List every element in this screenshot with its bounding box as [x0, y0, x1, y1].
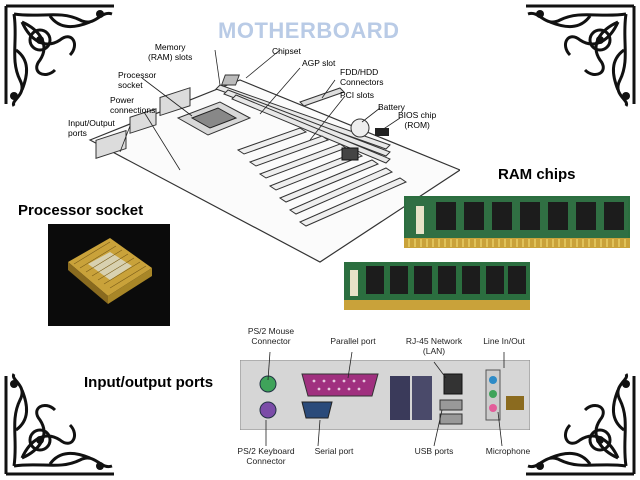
label-usb-ports: USB ports	[414, 446, 454, 456]
page-title: MOTHERBOARD	[218, 18, 400, 43]
heading-io-ports: Input/output ports	[84, 374, 214, 391]
label-parallel-port: Parallel port	[330, 336, 376, 346]
label-ps2-mouse: PS/2 Mouse Connector	[247, 326, 295, 346]
label-ps2-keyboard: PS/2 Keyboard Connector	[237, 446, 295, 466]
label-fdd-hdd-connectors: FDD/HDD Connectors	[340, 67, 384, 87]
label-battery: Battery	[378, 102, 405, 112]
motherboard-diagram	[88, 49, 460, 263]
label-line-in-out: Line In/Out	[483, 336, 525, 346]
label-processor-socket: Processor socket	[118, 70, 157, 90]
ram-module-bottom	[344, 262, 530, 310]
heading-ram-chips: RAM chips	[498, 166, 576, 183]
label-serial-port: Serial port	[314, 446, 354, 456]
label-power-connections: Power connections	[110, 95, 156, 115]
ornament-bottom-right	[526, 373, 636, 476]
io-leader-lines	[265, 351, 505, 447]
label-memory-slots: Memory (RAM) slots	[148, 42, 193, 62]
ornament-top-right	[526, 4, 636, 107]
label-agp-slot: AGP slot	[302, 58, 336, 68]
label-chipset: Chipset	[272, 46, 301, 56]
label-microphone: Microphone	[485, 446, 531, 456]
label-io-ports: Input/Output ports	[68, 118, 115, 138]
io-panel	[240, 360, 530, 430]
heading-processor-socket: Processor socket	[18, 202, 144, 219]
label-bios-chip: BIOS chip (ROM)	[398, 110, 437, 130]
ram-module-top	[404, 196, 630, 248]
ornament-top-left	[4, 4, 114, 107]
processor-photo	[48, 224, 170, 326]
label-rj45: RJ-45 Network (LAN)	[405, 336, 463, 356]
label-pci-slots: PCI slots	[340, 90, 375, 100]
ornament-bottom-left	[4, 373, 114, 476]
